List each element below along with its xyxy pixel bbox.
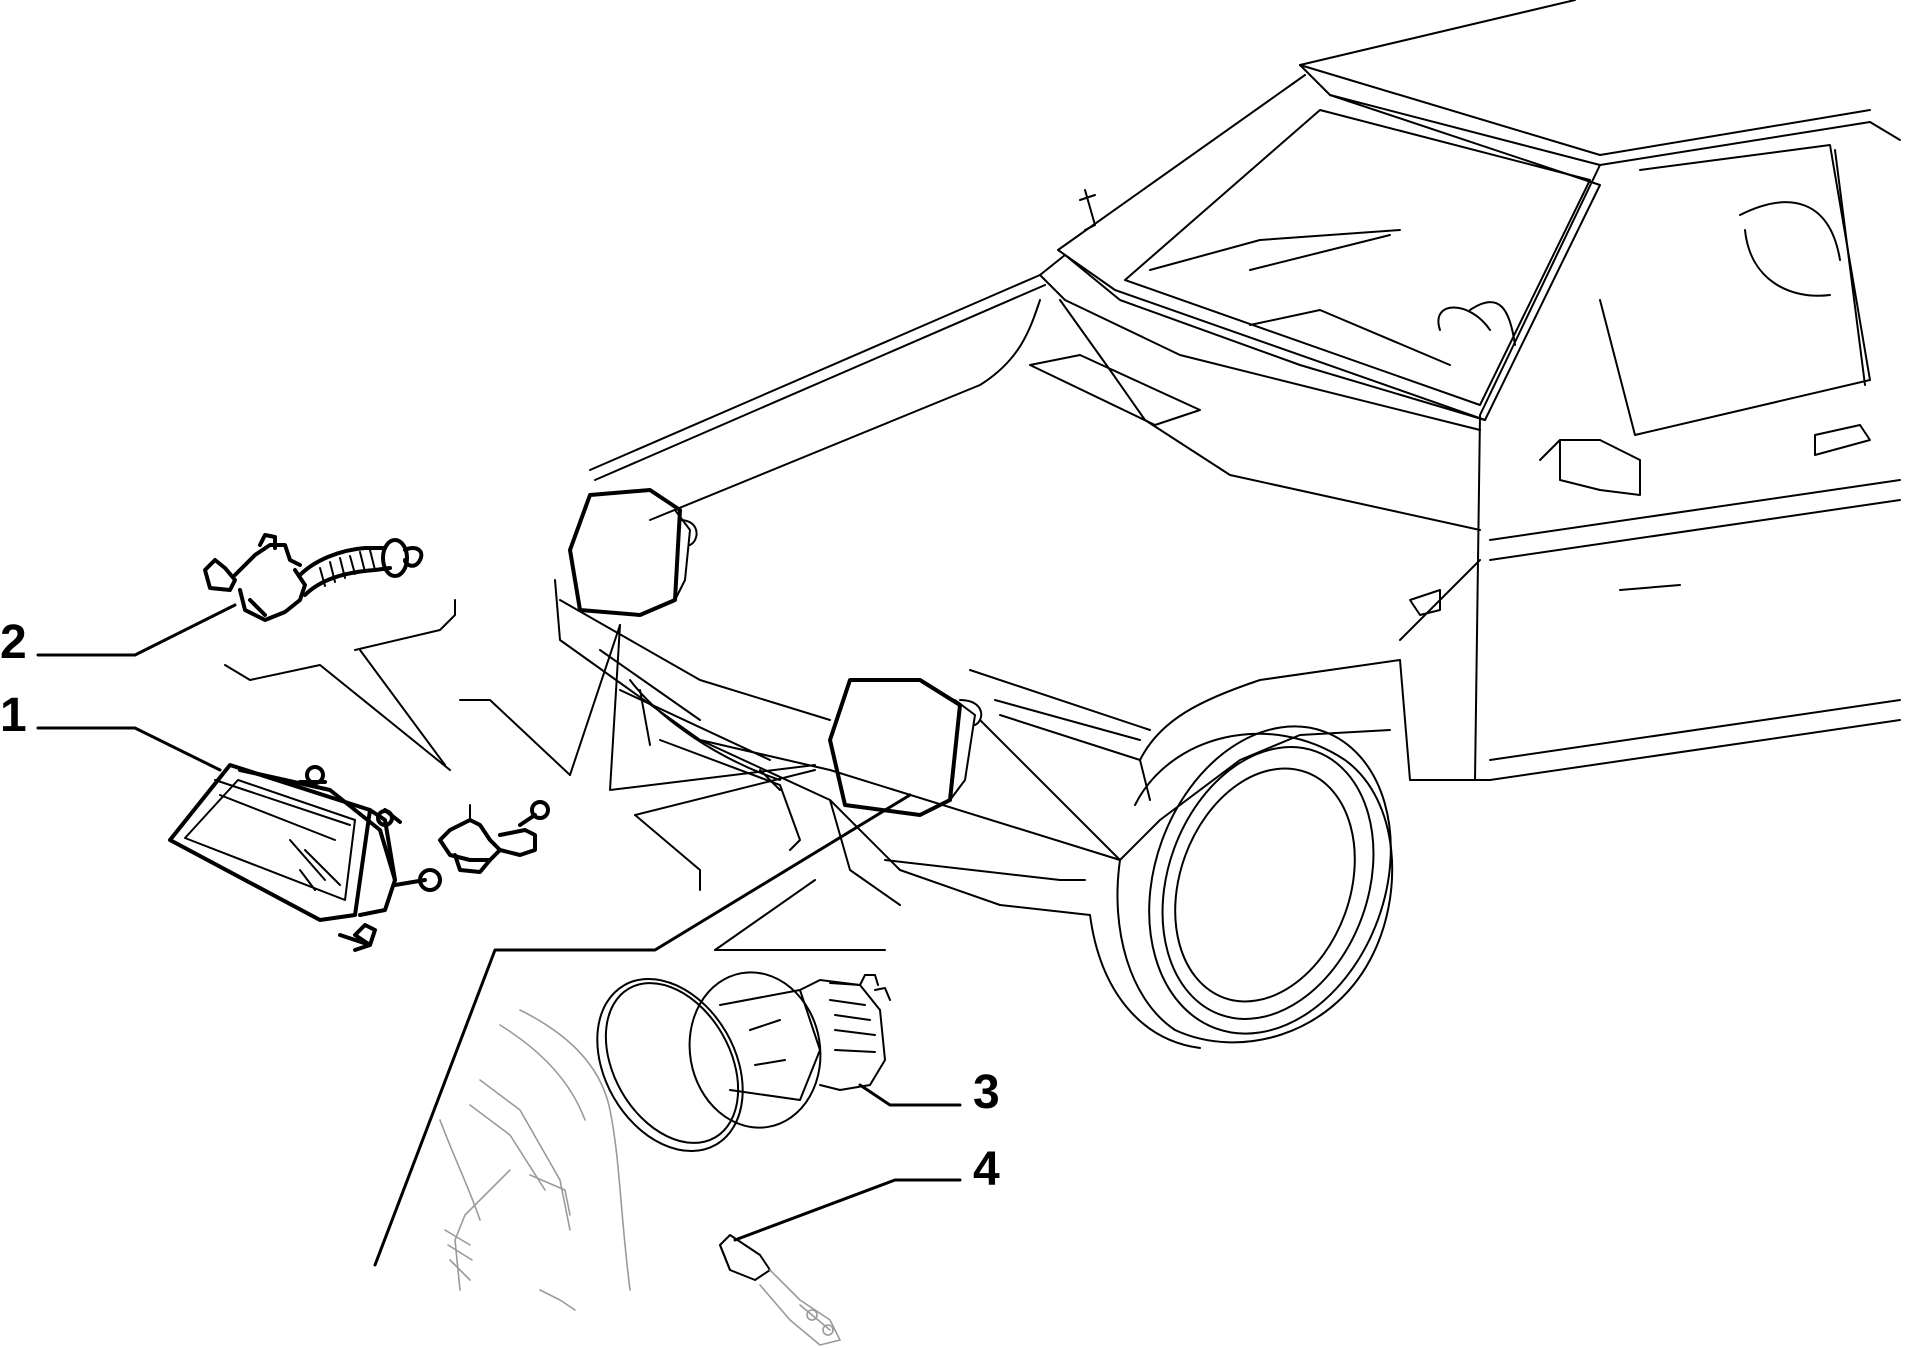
detail-leader-line [373,793,912,1267]
headlamp-housing-background [439,1009,631,1311]
leader-line-1 [36,726,222,772]
car-body [554,0,1901,1049]
leader-line-4 [733,1178,962,1242]
fog-lamp-unit-part-1 [168,763,442,952]
callout-number-4: 4 [973,1143,1000,1196]
bulb-holder-part-2 [203,533,550,874]
assembly-guide-lines [224,599,886,951]
callout-number-2: 2 [0,616,27,669]
leader-line-2 [36,603,237,657]
halogen-bulb-part-3 [596,971,891,1153]
leader-line-3 [858,1083,962,1107]
callout-number-3: 3 [973,1066,1000,1119]
callout-number-1: 1 [0,689,27,742]
callout-leaders [36,603,962,1242]
wedge-bulb-part-4 [719,1234,841,1346]
